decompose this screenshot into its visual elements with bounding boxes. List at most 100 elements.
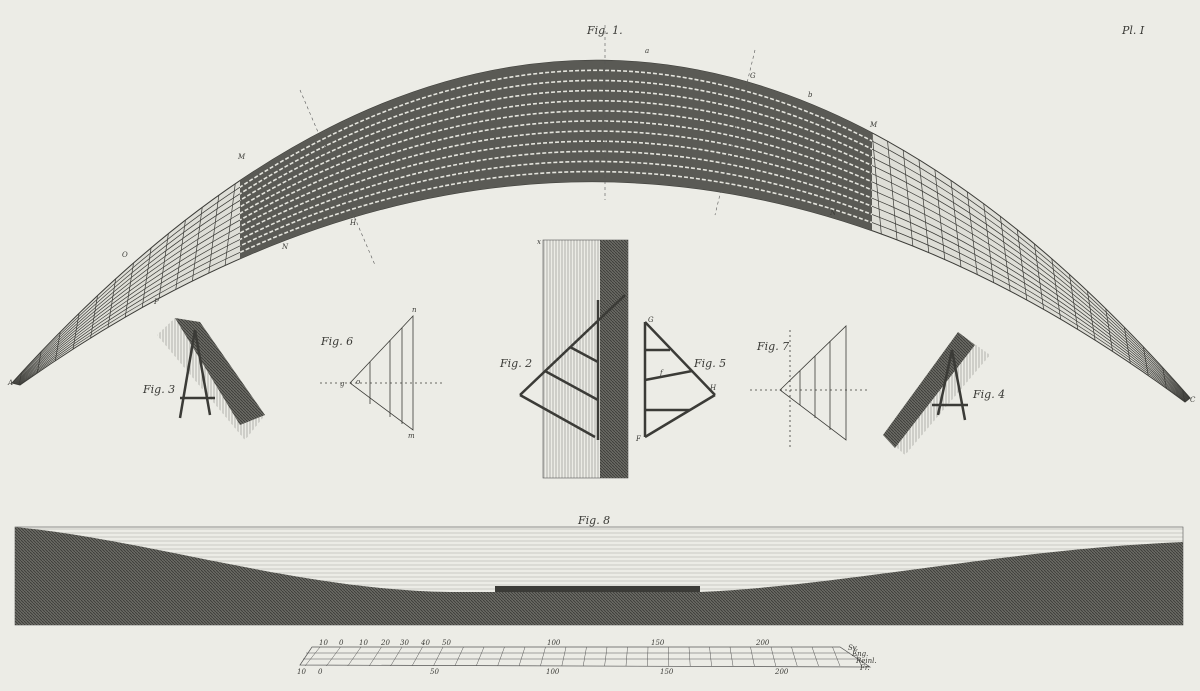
arch-joint-line: [398, 60, 427, 402]
scale-top-tick: 100: [547, 639, 561, 647]
scale-division: [709, 646, 712, 667]
arch-joint-line: [747, 60, 770, 402]
arch-joint-line: [1153, 60, 1190, 402]
scale-division: [604, 646, 608, 667]
arch-joint-line: [463, 60, 483, 402]
scale-top-tick: 40: [420, 639, 430, 647]
arch-joint-line: [28, 60, 105, 402]
arch-joint-line: [12, 60, 21, 402]
letter-H: H: [349, 219, 357, 227]
arch-joint-line: [92, 60, 161, 402]
arch-joint-line: [1027, 60, 1092, 402]
plate-number: Pl. I: [1121, 24, 1145, 37]
scale-division: [368, 646, 382, 667]
fig6-label: Fig. 6: [320, 335, 353, 348]
scale-bottom-tick: 50: [430, 668, 439, 676]
scale-division: [582, 646, 587, 667]
scale-division: [326, 646, 341, 667]
scale-unit: Reinl.: [855, 657, 877, 665]
fig3-label: Fig. 3: [142, 383, 175, 396]
scale-division: [852, 646, 862, 667]
arch-joint-line: [1055, 60, 1124, 402]
letter-F: F: [635, 435, 642, 443]
scale-bottom-tick: 0: [318, 668, 323, 676]
scale-top-tick: 20: [380, 639, 390, 647]
arch-joint-line: [431, 60, 455, 402]
letter-N-left: N: [281, 243, 289, 251]
letter-P: P: [153, 298, 159, 306]
scale-bar: [299, 646, 872, 668]
scale-division: [347, 646, 362, 667]
letter-H-fig5: H: [709, 384, 717, 392]
arch-joint-line: [733, 60, 754, 402]
arch-joint-line: [985, 60, 1044, 402]
arch-joint-line: [775, 60, 802, 402]
scale-division: [304, 646, 321, 667]
letter-g: g: [340, 380, 345, 388]
scale-top-tick: 0: [339, 639, 344, 647]
scale-top-tick: 30: [400, 639, 409, 647]
fig1-label: Fig. 1.: [586, 24, 623, 37]
arch-joint-line: [414, 60, 441, 402]
scale-top-tick: 200: [755, 639, 770, 647]
letter-C: C: [1190, 396, 1196, 404]
arch-brick-course: [240, 69, 872, 260]
arch-joint-line: [109, 60, 175, 402]
letter-G: G: [750, 72, 756, 80]
scale-division: [561, 646, 567, 667]
scale-unit: Sv.: [848, 644, 858, 652]
scale-unit: Fr.: [859, 664, 870, 672]
arch-joint-line: [761, 60, 786, 402]
scale-division: [647, 646, 649, 667]
arch-joint-line: [44, 60, 119, 402]
labels: Pl. I Fig. 1. Fig. 2 Fig. 3 Fig. 4 Fig. …: [7, 24, 1196, 527]
arch-brick-course: [240, 79, 872, 260]
scale-bottom-tick: 100: [546, 668, 560, 676]
fig7-triangle: [750, 325, 870, 450]
letter-x: x: [537, 238, 541, 246]
arch-brick-course: [240, 150, 872, 260]
letter-G-fig5: G: [648, 316, 654, 324]
arch-joint-line: [1069, 60, 1141, 402]
scale-division: [475, 646, 485, 667]
scale-top-tick: 10: [319, 639, 328, 647]
letter-O: O: [122, 251, 128, 259]
letter-M-right: M: [869, 121, 878, 129]
fig2-diagram: [519, 239, 629, 479]
arch-joint-line: [12, 60, 35, 402]
fig6-triangle: [320, 314, 445, 431]
arch-joint-line: [663, 60, 674, 402]
letter-m: m: [408, 432, 415, 440]
arch-joint-line: [1181, 60, 1190, 402]
arch-joint-line: [1041, 60, 1108, 402]
arch-joint-line: [382, 60, 413, 402]
scale-division: [750, 646, 755, 667]
arch-joint-line: [60, 60, 133, 402]
letter-A: A: [7, 379, 13, 387]
scale-division: [390, 646, 403, 667]
scale-bottom-tick: 10: [297, 668, 306, 676]
scale-top-tick: 10: [359, 639, 368, 647]
arch-brick-course: [240, 160, 872, 260]
fig5-diagram: [643, 321, 716, 439]
arch-joint-line: [1083, 60, 1157, 402]
scale-division: [411, 646, 423, 667]
arch-joint-line: [1167, 60, 1190, 402]
scale-division: [540, 646, 546, 667]
letter-n: n: [412, 306, 417, 314]
scale-bottom-tick: 200: [774, 668, 789, 676]
letter-o: o: [356, 378, 360, 386]
scale-division: [625, 646, 628, 667]
fig2-label: Fig. 2: [499, 357, 532, 370]
letter-a: a: [645, 47, 649, 55]
arch-joint-line: [479, 60, 497, 402]
scale-top-tick: 50: [442, 639, 451, 647]
arch-joint-line: [999, 60, 1060, 402]
letter-b: b: [808, 91, 813, 99]
scale-division: [497, 646, 505, 667]
fig4-label: Fig. 4: [972, 388, 1005, 401]
fig5-label: Fig. 5: [693, 357, 726, 370]
scale-labels: 10 0 10 20 30 40 50 100 150 200 10 0 50 …: [297, 639, 877, 676]
